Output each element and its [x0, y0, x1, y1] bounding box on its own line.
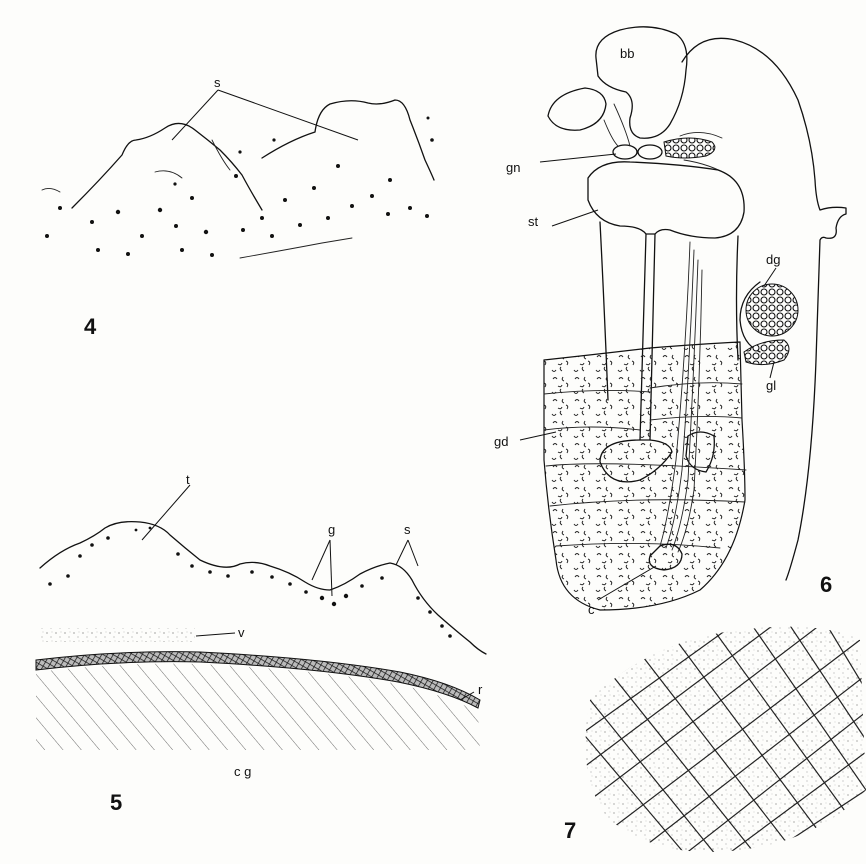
pointer-gn — [540, 154, 616, 162]
label-s: s — [214, 75, 221, 90]
digestive-gland — [544, 342, 745, 610]
label-gd: gd — [494, 434, 508, 449]
pointer-g-left — [312, 540, 330, 580]
buccal-bulb — [596, 27, 687, 138]
label-cg: c g — [234, 764, 251, 779]
label-st: st — [528, 214, 539, 229]
ganglion-cluster — [664, 138, 715, 158]
figure-number-5: 5 — [110, 790, 122, 815]
pointer-s-fig5-left — [396, 540, 408, 565]
label-c: c — [588, 602, 595, 617]
label-bb: bb — [620, 46, 634, 61]
figure-number-6: 6 — [820, 572, 832, 597]
pointer-gl — [770, 362, 774, 378]
label-dg: dg — [766, 252, 780, 267]
figure-5-granules — [48, 527, 452, 638]
label-g: g — [328, 522, 335, 537]
figure-number-4: 4 — [84, 314, 97, 339]
layer-v — [40, 628, 195, 642]
pointer-s-fig4-right — [218, 90, 358, 140]
pointer-s-fig4-left — [172, 90, 218, 140]
label-r: r — [478, 682, 483, 697]
figure-4-spines — [45, 117, 434, 258]
figure-7: 7 — [564, 610, 866, 864]
label-v: v — [238, 625, 245, 640]
label-gl: gl — [766, 378, 776, 393]
figure-4: s 4 — [42, 75, 434, 339]
pointer-dg — [764, 268, 776, 286]
pointer-v — [196, 633, 235, 636]
label-gn: gn — [506, 160, 520, 175]
figure-6: bb gn st dg gl gd c 6 — [494, 27, 846, 617]
label-s-fig5: s — [404, 522, 411, 537]
pointer-st — [552, 210, 598, 226]
figure-number-7: 7 — [564, 818, 576, 843]
pointer-s-fig5-right — [408, 540, 418, 566]
label-t: t — [186, 472, 190, 487]
figure-5: t g s v r c g 5 — [36, 472, 486, 815]
pointer-g-right — [330, 540, 332, 596]
gland-dg — [746, 284, 798, 336]
stomach — [588, 162, 744, 238]
gland-gl — [744, 340, 789, 365]
